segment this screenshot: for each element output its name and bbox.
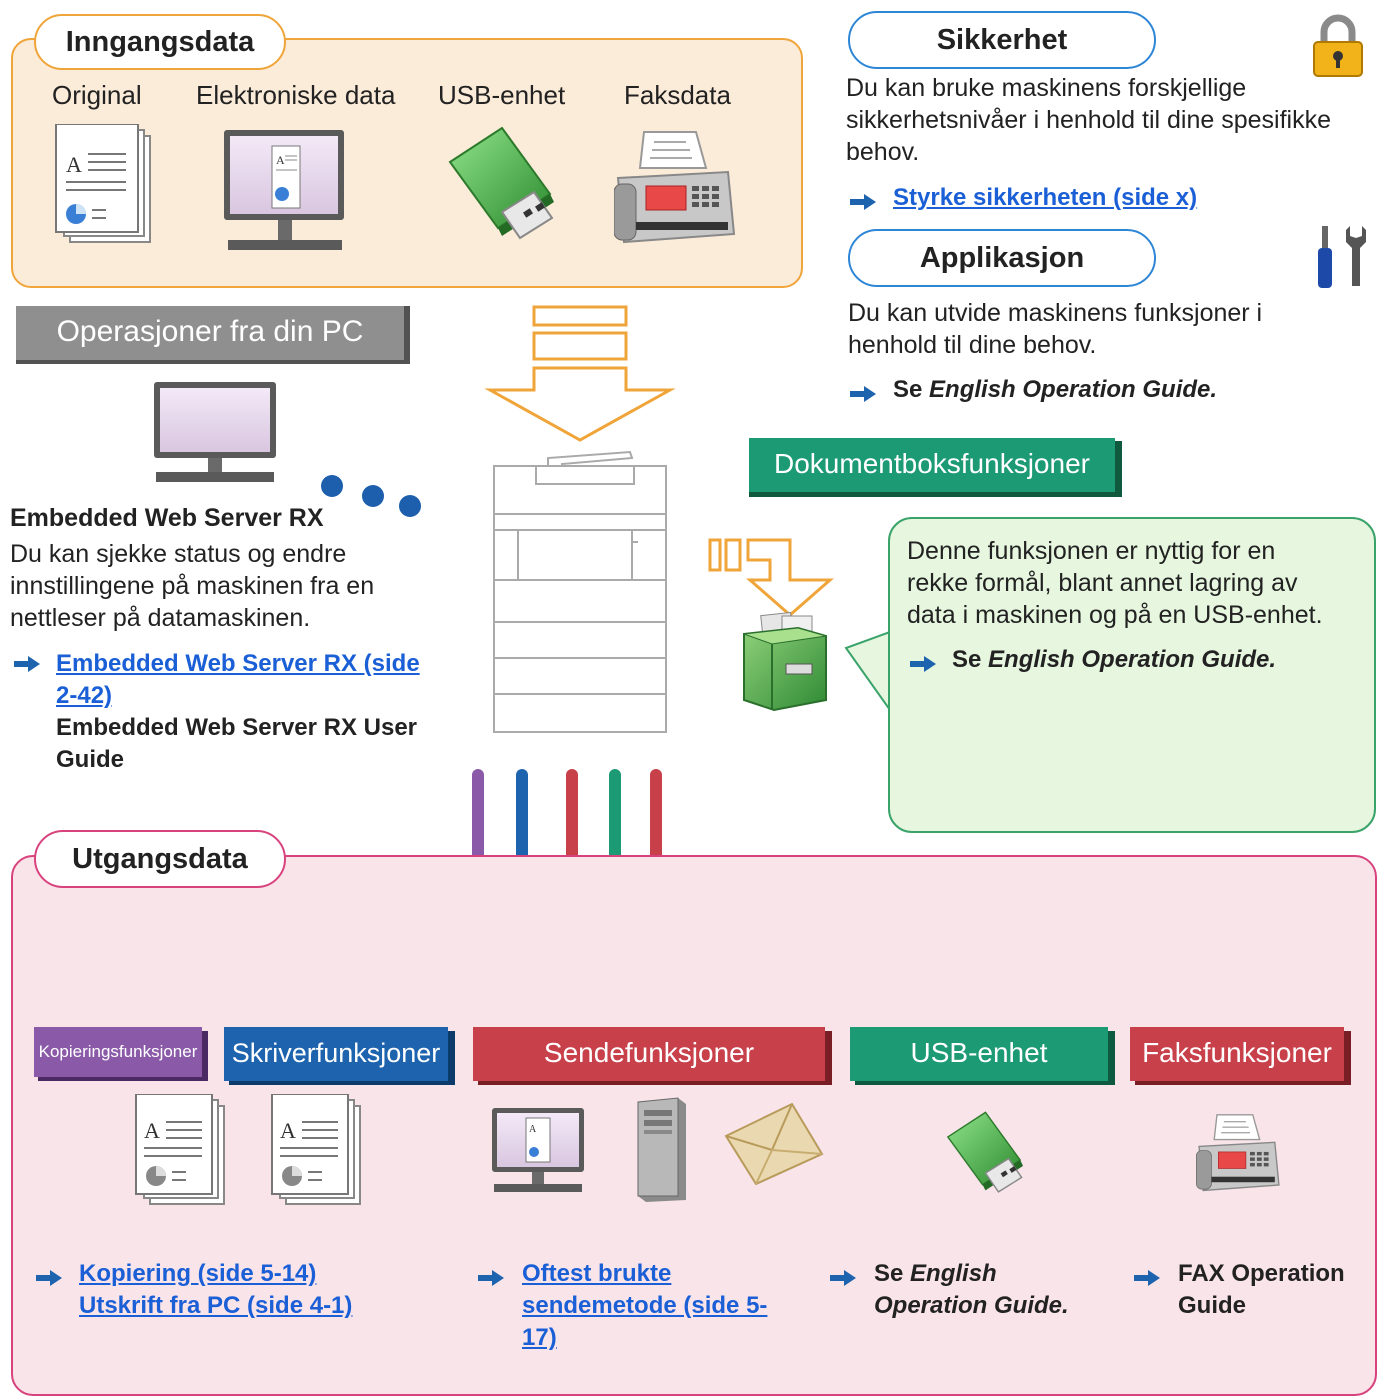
padlock-icon [1313,14,1363,77]
arrow-icon [36,1270,62,1286]
fax-machine-icon [614,131,736,244]
documents-icon: A [55,124,151,243]
printer-icon [493,450,667,733]
application-reference: Se English Operation Guide. [893,376,1218,403]
output-title: Utgangsdata [34,830,286,888]
category-copy: Kopieringsfunksjoner [34,1027,202,1077]
docbox-title: Dokumentboksfunksjoner [749,438,1115,492]
docbox-callout [888,517,1376,833]
envelope-icon [724,1102,824,1186]
output-panel [11,855,1377,1396]
usb-reference: Se English Operation Guide. [874,1260,1069,1319]
input-label-usb: USB-enhet [438,80,566,110]
pc-ops-title: Operasjoner fra din PC [16,306,404,360]
category-print: Skriverfunksjoner [224,1027,448,1081]
category-fax: Faksfunksjoner [1130,1027,1344,1081]
copy-link[interactable]: Kopiering (side 5-14) [79,1260,317,1287]
arrow-icon [14,656,40,672]
application-description: Du kan utvide maskinens funksjoner i hen… [848,299,1263,359]
svg-text:A: A [66,152,82,177]
arrow-icon [830,1270,856,1286]
docbox-description: Denne funksjonen er nyttig for en rekke … [907,537,1323,629]
category-usb: USB-enhet [850,1027,1108,1081]
arrow-icon [910,656,936,672]
copy-print-links: Kopiering (side 5-14) Utskrift fra PC (s… [79,1258,352,1322]
fax-reference: FAX Operation Guide [1178,1260,1345,1319]
ews-description: Du kan sjekke status og endre innstillin… [10,540,375,632]
documents-icon: A [271,1094,361,1205]
documents-icon: A [135,1094,225,1205]
input-title: Inngangsdata [34,14,286,70]
monitor-icon: A [492,1108,584,1192]
svg-text:A: A [144,1118,160,1143]
document-box-icon [743,612,827,712]
security-description: Du kan bruke maskinens forskjellige sikk… [846,74,1331,166]
svg-text:A: A [529,1124,537,1135]
monitor-icon: A [224,130,344,250]
svg-text:A: A [276,153,285,167]
ews-links: Embedded Web Server RX (side 2-42) Embed… [56,648,476,776]
send-link[interactable]: Oftest brukte sendemetode (side 5- 17) [522,1260,768,1351]
usb-drive-icon [946,1111,1024,1193]
tools-icon [1318,226,1366,288]
print-link[interactable]: Utskrift fra PC (side 4-1) [79,1292,353,1319]
application-title: Applikasjon [848,229,1156,287]
input-label-original: Original [52,80,142,110]
docbox-reference: Se English Operation Guide. [952,646,1277,673]
usb-drive-icon [448,126,554,240]
fax-machine-icon [1196,1114,1280,1192]
arrow-icon [1134,1270,1160,1286]
security-title: Sikkerhet [848,11,1156,69]
security-link[interactable]: Styrke sikkerheten (side x) [893,184,1198,211]
input-label-electronic: Elektroniske data [196,80,396,110]
connection-dots [321,475,421,517]
docbox-flow-arrow [708,538,834,617]
server-icon [637,1097,686,1202]
ews-title: Embedded Web Server RX [10,504,324,532]
arrow-icon [850,194,876,210]
arrow-icon [850,386,876,402]
arrow-icon [478,1270,504,1286]
input-flow-arrow [484,305,676,442]
svg-text:A: A [280,1118,296,1143]
callout-tail [844,631,891,711]
ews-link[interactable]: Embedded Web Server RX (side 2-42) [56,650,420,709]
monitor-icon [154,382,276,482]
category-send: Sendefunksjoner [473,1027,825,1081]
input-label-fax: Faksdata [624,80,731,110]
